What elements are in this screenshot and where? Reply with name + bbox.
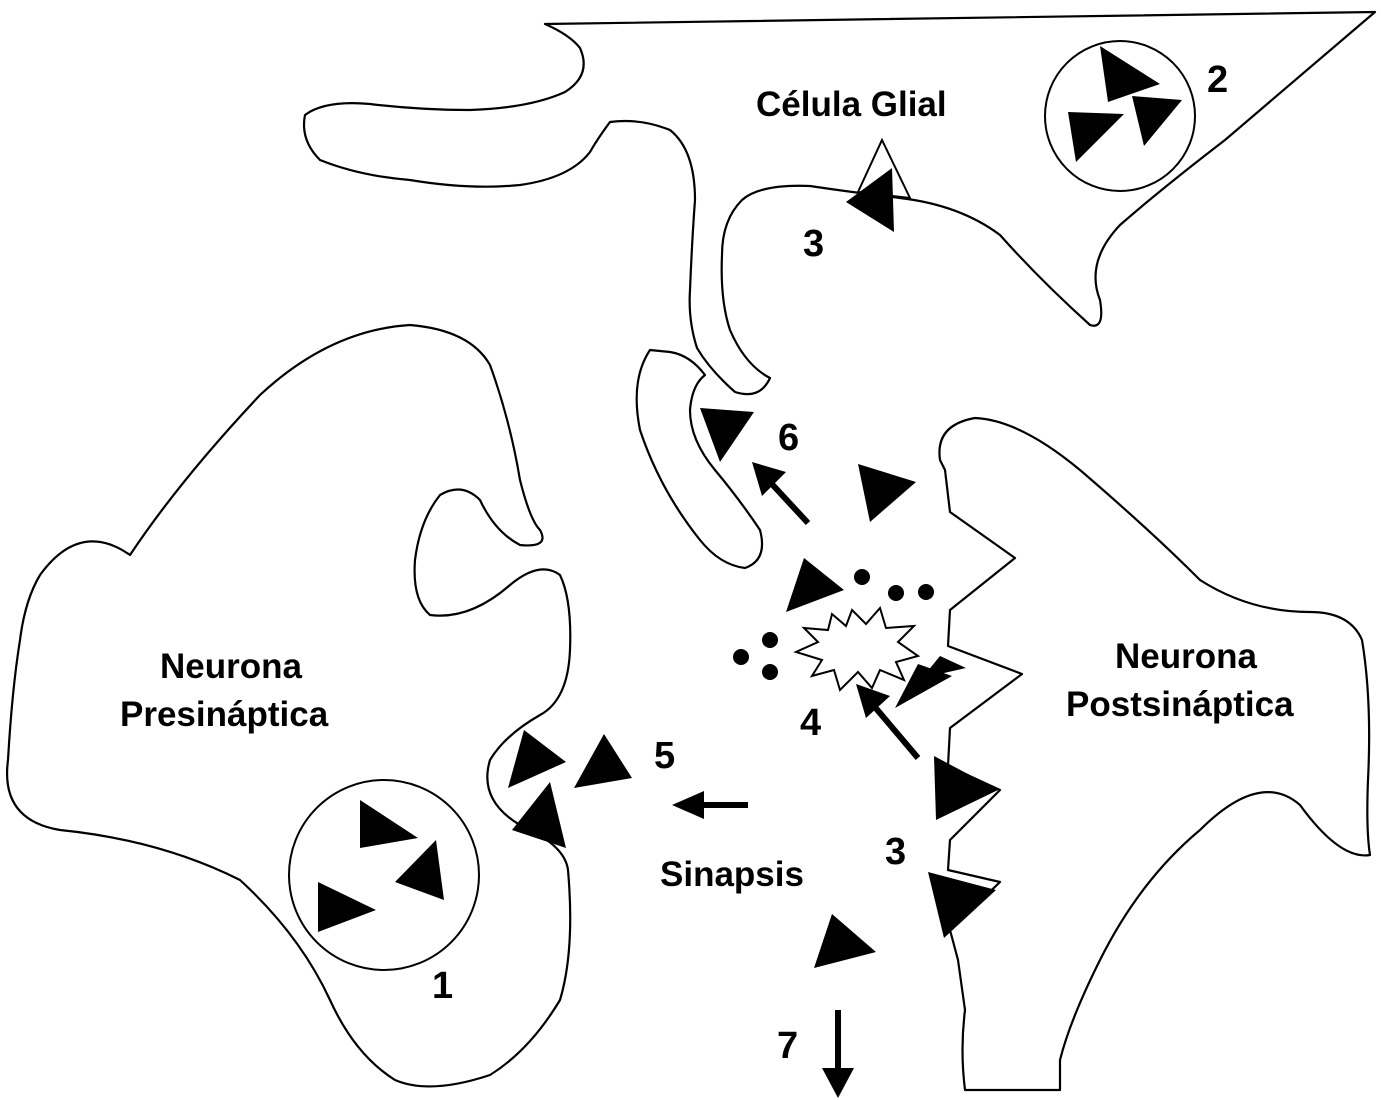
- neurotransmitter: [814, 914, 876, 968]
- label-postsynaptic-line2: Postsináptica: [1066, 685, 1294, 724]
- ion-dot: [918, 584, 934, 600]
- neurotransmitter: [574, 734, 632, 788]
- ion-dot: [733, 649, 749, 665]
- activation-burst: [796, 608, 918, 690]
- label-postsynaptic-line1: Neurona: [1115, 637, 1258, 676]
- arrow-receptor-binding: [874, 706, 918, 758]
- arrow-head: [672, 791, 704, 819]
- neurotransmitter: [786, 558, 844, 612]
- label-presynaptic-line1: Neurona: [160, 647, 303, 686]
- vesicle-presynaptic: [289, 780, 479, 970]
- ion-dot: [762, 632, 778, 648]
- step-3-glial-label: 3: [803, 223, 824, 265]
- ion-dot: [888, 585, 904, 601]
- arrow-reuptake-glial: [770, 482, 808, 523]
- arrow-head: [856, 684, 890, 718]
- postsynaptic-neuron-outline: [939, 418, 1370, 1090]
- step-5-label: 5: [654, 735, 675, 777]
- label-synapse: Sinapsis: [660, 855, 804, 894]
- neurotransmitter: [700, 408, 754, 462]
- step-2-label: 2: [1207, 59, 1228, 101]
- step-6-label: 6: [778, 417, 799, 459]
- step-3-postsynaptic-label: 3: [885, 831, 906, 873]
- label-presynaptic-line2: Presináptica: [120, 695, 329, 734]
- neurotransmitter: [858, 464, 916, 522]
- neurotransmitter: [508, 730, 566, 788]
- label-glial-cell: Célula Glial: [756, 85, 947, 124]
- ion-dot: [762, 664, 778, 680]
- arrow-head: [822, 1068, 854, 1098]
- step-1-label: 1: [432, 965, 453, 1007]
- step-7-label: 7: [777, 1025, 798, 1067]
- step-4-label: 4: [800, 702, 821, 744]
- ion-dot: [854, 569, 870, 585]
